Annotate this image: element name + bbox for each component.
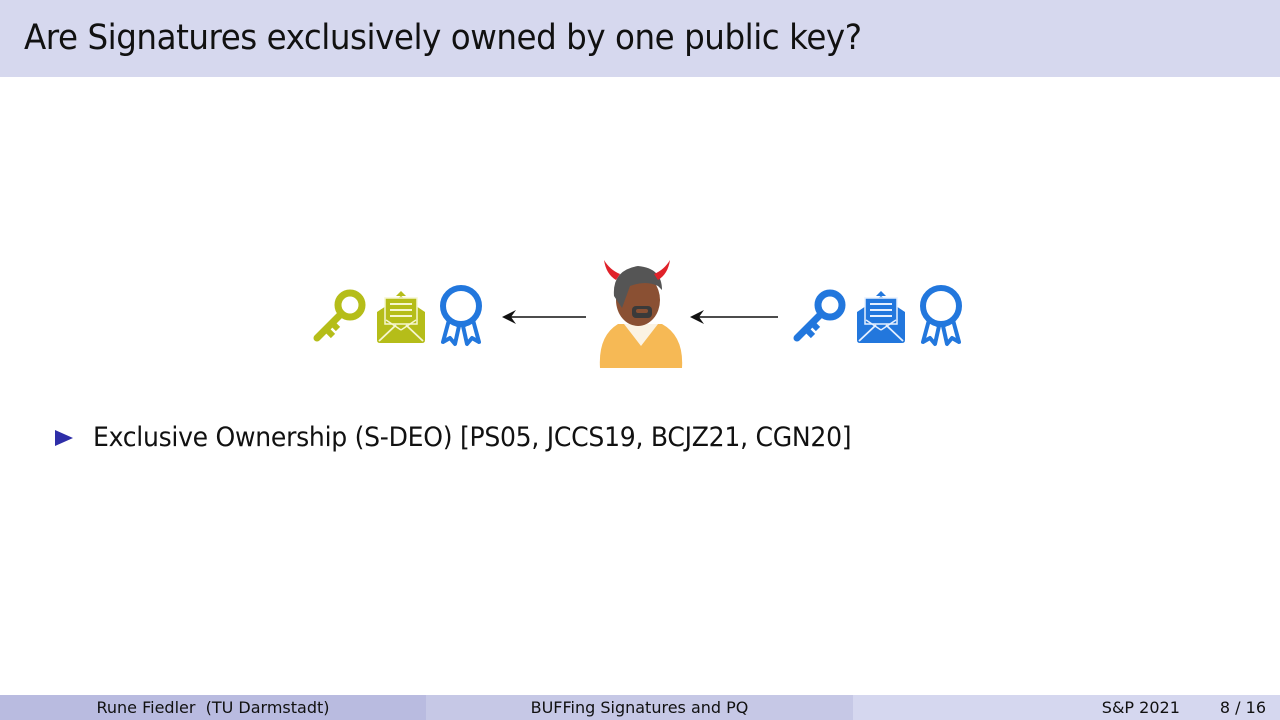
footer-author-section: Rune Fiedler (TU Darmstadt) (0, 695, 426, 720)
arrow-left-icon (690, 310, 778, 324)
footer-page-number: 8 / 16 (1219, 698, 1266, 717)
envelope-icon (377, 291, 425, 343)
footer-title-section: BUFFing Signatures and PQ (426, 695, 853, 720)
slide-title-bar: Are Signatures exclusively owned by one … (0, 0, 1280, 77)
key-icon (793, 289, 846, 342)
footer-author: Rune Fiedler (TU Darmstadt) (96, 698, 330, 717)
award-ribbon-icon (440, 285, 482, 346)
devil-user-icon (599, 260, 683, 368)
ownership-diagram (0, 250, 1280, 380)
triangle-bullet-icon (55, 429, 73, 446)
footer-meta-section: S&P 2021 8 / 16 (853, 695, 1280, 720)
footer-talk-title: BUFFing Signatures and PQ (530, 698, 749, 717)
bullet-text: Exclusive Ownership (S-DEO) [PS05, JCCS1… (93, 422, 852, 453)
footer-venue: S&P 2021 (1101, 698, 1180, 717)
key-icon (313, 289, 366, 342)
slide-title: Are Signatures exclusively owned by one … (24, 18, 862, 58)
bullet-item: Exclusive Ownership (S-DEO) [PS05, JCCS1… (55, 422, 908, 453)
envelope-icon (857, 291, 905, 343)
award-ribbon-icon (920, 285, 962, 346)
arrow-left-icon (502, 310, 586, 324)
slide-footer: Rune Fiedler (TU Darmstadt) BUFFing Sign… (0, 695, 1280, 720)
